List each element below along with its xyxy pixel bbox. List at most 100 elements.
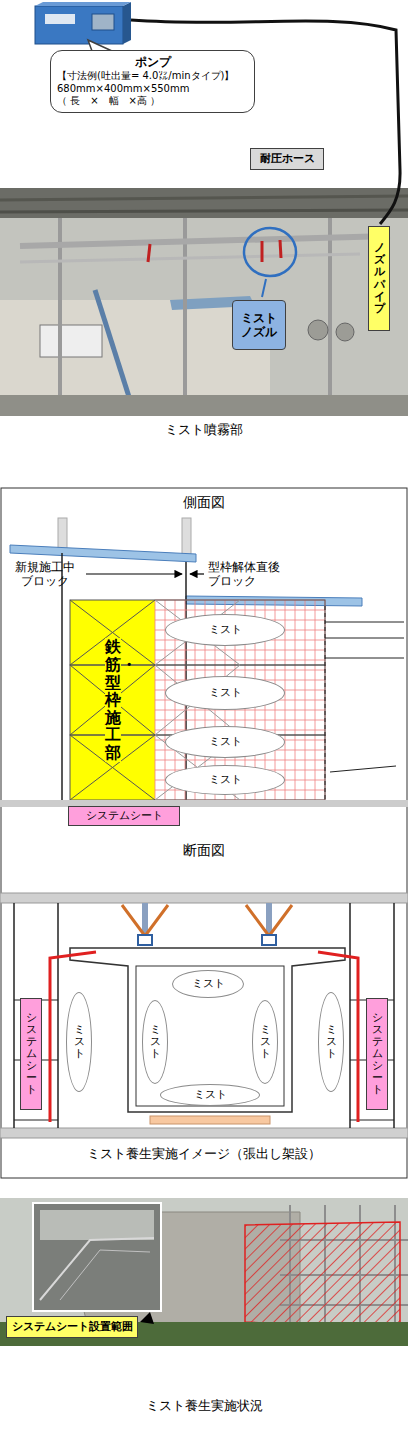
side-view: [0, 800, 408, 807]
cross-section: [0, 1128, 408, 1138]
pump-unit: [35, 6, 123, 44]
site-photo: [40, 1238, 154, 1300]
site-photo: [95, 290, 130, 400]
node-text: （ 長 × 幅 ×高 ）: [57, 95, 160, 108]
cross-section: [349, 903, 351, 1128]
cross-section: [136, 966, 284, 1106]
caption: ミスト養生実施状況: [0, 1398, 408, 1414]
site-photo: [0, 188, 408, 218]
pump-unit: [35, 2, 131, 44]
formwork-frames: [70, 600, 155, 800]
node-text: 680mm×400mm×550mm: [57, 83, 189, 96]
caption: ミスト噴霧部: [0, 422, 408, 438]
side-view: [190, 573, 204, 574]
node-text: ミスト ノズル: [236, 311, 282, 340]
sheet-label: システムシート: [20, 998, 42, 1110]
pump-unit: [35, 2, 131, 6]
side-view: [325, 638, 404, 639]
sheet-grid: [155, 610, 325, 611]
side-view: [70, 600, 155, 800]
site-photo: [336, 323, 354, 341]
node-text: ミスト: [209, 623, 242, 636]
cross-section: [13, 903, 15, 1128]
node-text: 耐圧ホース: [260, 152, 315, 165]
cross-section: [0, 893, 408, 903]
formwork-frames: [70, 600, 325, 800]
sheet-grid: [155, 670, 325, 671]
site-photo: [0, 395, 408, 416]
cross-section: [122, 905, 292, 936]
mist-cloud: ミスト: [160, 1084, 260, 1106]
site-photo: [0, 1198, 408, 1346]
side-view: [182, 518, 191, 558]
nozzle-highlight: [262, 279, 266, 297]
caption: ミスト養生実施イメージ（張出し架設）: [0, 1146, 408, 1162]
node-text: ミスト: [209, 773, 242, 786]
mist-cloud: ミスト: [252, 1000, 278, 1084]
site-photo: [0, 210, 408, 212]
site-photo: [328, 218, 332, 400]
site-photo: [245, 1222, 400, 1330]
figure-frame: [1, 488, 407, 1178]
view-title: 断面図: [164, 842, 244, 859]
sheet-grid: [155, 650, 325, 651]
part-label: 耐圧ホース: [250, 148, 324, 170]
site-photo: [33, 1203, 161, 1311]
node-text: ミスト: [74, 1024, 85, 1060]
side-view: [330, 766, 396, 772]
pump-unit: [123, 2, 131, 44]
side-view: [61, 553, 63, 800]
node-text: システムシート設置範囲: [12, 1320, 133, 1333]
block-label: 新規施工中 ブロック: [8, 560, 82, 589]
work-zone: 鉄筋・型枠施工部: [70, 600, 155, 800]
site-photo: [20, 254, 360, 262]
site-photo: [0, 196, 408, 200]
side-view: [86, 573, 182, 574]
node-text: ノズルパイプ: [374, 242, 385, 315]
nozzle-highlight: [244, 228, 296, 276]
site-photo: [0, 188, 408, 416]
site-photo: [280, 240, 281, 258]
pump-unit: [92, 14, 114, 30]
site-photo: [0, 300, 270, 395]
sheet-grid: [155, 710, 325, 711]
site-photo: [140, 1312, 154, 1324]
part-label: ノズルパイプ: [368, 226, 390, 331]
side-view: [186, 596, 362, 606]
sheet-grid: [155, 760, 325, 761]
node-text: ミスト: [194, 1088, 227, 1101]
node-text: ミスト: [260, 1024, 271, 1060]
mist-cloud: ミスト: [66, 992, 92, 1092]
site-photo: [308, 320, 328, 340]
sheet-grid: [325, 600, 326, 800]
side-view: [10, 545, 196, 562]
site-photo: [0, 1198, 408, 1346]
node-text: ミスト: [209, 686, 242, 699]
mist-cloud: ミスト: [165, 614, 285, 646]
cross-section: [50, 952, 96, 1122]
node-text: ミスト: [192, 977, 225, 990]
site-photo: [183, 218, 187, 400]
mist-cloud: ミスト: [172, 970, 244, 998]
side-view: [0, 518, 408, 807]
site-photo: [0, 188, 408, 416]
node-text: システムシート: [86, 809, 163, 822]
sheet-grid: [155, 660, 325, 661]
view-title: 側面図: [164, 494, 244, 511]
block-label: 型枠解体直後 ブロック: [208, 560, 292, 589]
side-view: [325, 658, 404, 659]
node-text: ミスト: [209, 735, 242, 748]
side-view: [325, 622, 404, 623]
cross-section: [318, 952, 358, 1122]
site-photo: [148, 244, 150, 262]
callout-box: ポンプ【寸法例(吐出量= 4.0㍑/minタイプ)】680mm×400mm×55…: [50, 50, 255, 113]
cross-section: [150, 1116, 270, 1124]
mist-cloud: ミスト: [165, 765, 285, 795]
site-photo: [40, 1210, 154, 1240]
sheet-label: システムシート: [68, 806, 180, 826]
cross-section: [0, 893, 408, 1138]
sheet-grid: [155, 600, 325, 800]
site-photo: [60, 1250, 150, 1300]
pump-unit: [45, 14, 75, 24]
mist-cloud: ミスト: [318, 992, 344, 1092]
